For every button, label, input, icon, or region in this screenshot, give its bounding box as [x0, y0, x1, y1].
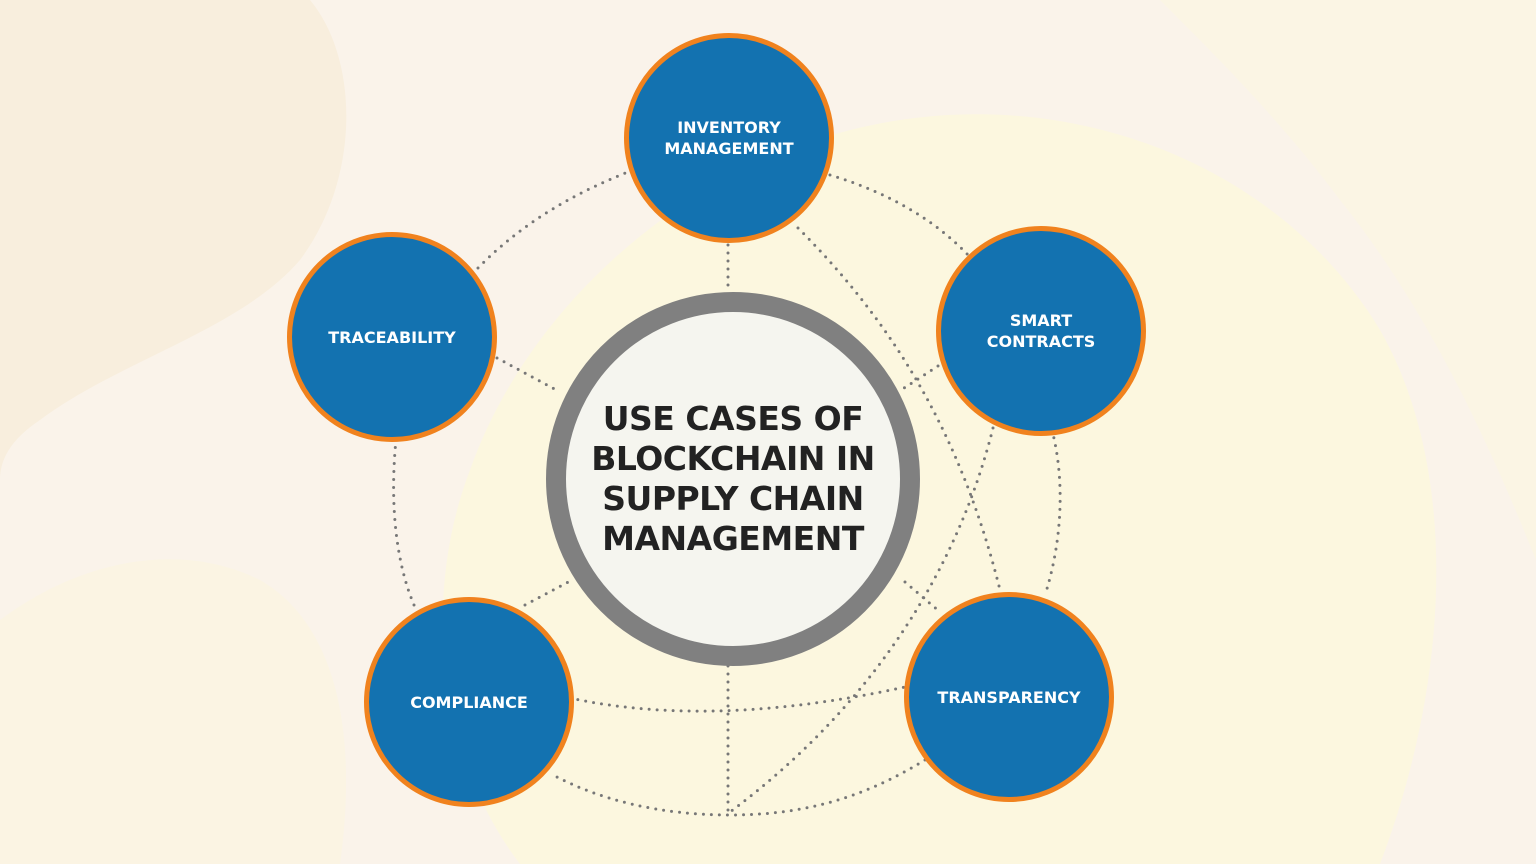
- node-label: TRANSPARENCY: [937, 687, 1081, 707]
- outer-ring-arc-1: [476, 170, 630, 270]
- spoke-contracts: [896, 364, 940, 394]
- spoke-traceability: [495, 356, 562, 394]
- node-label: TRACEABILITY: [328, 327, 456, 347]
- node-inventory-management: INVENTORY MANAGEMENT: [624, 33, 834, 243]
- background-blob-bottom-left: [0, 559, 347, 864]
- node-traceability: TRACEABILITY: [287, 232, 497, 442]
- chord-contracts-bottom: [728, 426, 995, 814]
- node-compliance: COMPLIANCE: [364, 597, 574, 807]
- node-transparency: TRANSPARENCY: [904, 592, 1114, 802]
- outer-ring-arc-5: [392, 438, 416, 607]
- node-label: SMART CONTRACTS: [986, 311, 1096, 351]
- spoke-compliance: [523, 578, 574, 607]
- center-title: USE CASES OF BLOCKCHAIN IN SUPPLY CHAIN …: [591, 399, 875, 558]
- node-smart-contracts: SMART CONTRACTS: [936, 226, 1146, 436]
- outer-ring-arc-3: [1044, 428, 1062, 594]
- outer-ring-arc-4: [551, 758, 927, 817]
- center-hub: USE CASES OF BLOCKCHAIN IN SUPPLY CHAIN …: [546, 292, 920, 666]
- node-label: COMPLIANCE: [410, 692, 528, 712]
- outer-ring-arc-2: [828, 173, 970, 257]
- background-blob-right: [1160, 0, 1536, 560]
- spoke-transparency: [903, 580, 942, 614]
- chord-compliance-transparency: [568, 685, 907, 713]
- node-label: INVENTORY MANAGEMENT: [664, 118, 794, 158]
- background-blob-left: [0, 0, 347, 480]
